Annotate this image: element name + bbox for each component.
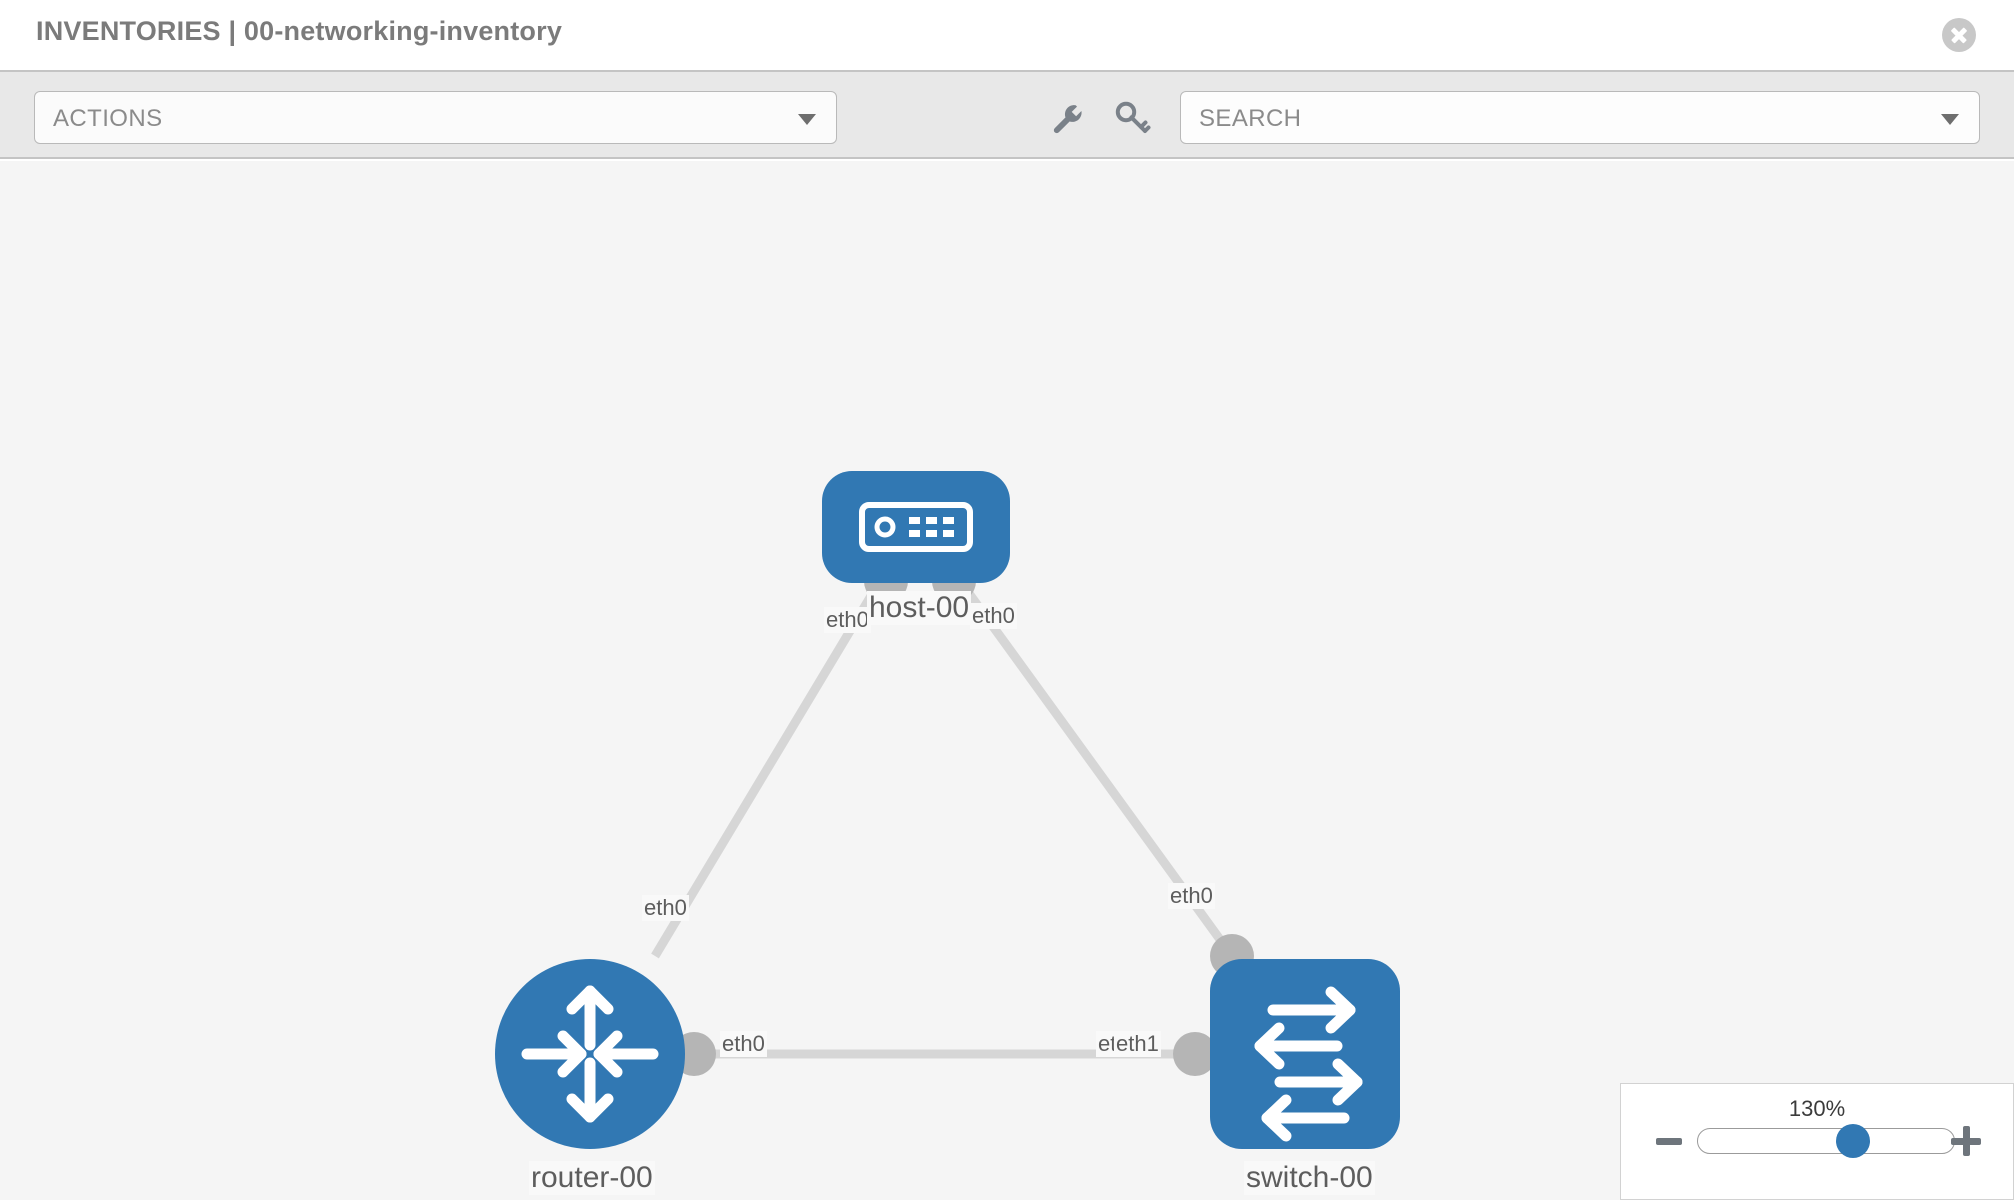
- zoom-out-button[interactable]: [1656, 1138, 1682, 1145]
- link-layer: [651, 578, 1236, 1059]
- zoom-control-panel: 130%: [1620, 1083, 2014, 1200]
- node-router-00: [495, 959, 685, 1149]
- actions-dropdown-label: ACTIONS: [53, 105, 163, 132]
- search-placeholder: SEARCH: [1199, 105, 1302, 132]
- topology-graph: [495, 471, 1400, 1149]
- page-title: INVENTORIES | 00-networking-inventory: [36, 16, 563, 46]
- search-input[interactable]: SEARCH: [1180, 91, 1980, 144]
- port-label: eth1: [1114, 1031, 1161, 1057]
- wrench-icon[interactable]: [1046, 98, 1086, 138]
- port-label: eth0: [1168, 883, 1215, 909]
- port-switch-eth1: [1173, 1032, 1217, 1076]
- zoom-in-button[interactable]: [1951, 1126, 1981, 1156]
- node-host-00: [822, 471, 1010, 583]
- chevron-down-icon: [1941, 114, 1959, 125]
- node-switch-00: [1210, 959, 1400, 1149]
- node-label-router-00: router-00: [529, 1161, 655, 1195]
- port-label: eth0: [642, 895, 689, 921]
- node-label-switch-00: switch-00: [1244, 1161, 1375, 1195]
- port-label: eth0: [720, 1031, 767, 1057]
- zoom-slider-thumb[interactable]: [1835, 1124, 1870, 1158]
- server-icon: [859, 502, 973, 552]
- zoom-level-value: 130%: [1788, 1096, 1846, 1121]
- link-host-router: [651, 578, 884, 959]
- topology-canvas[interactable]: eth0 host-00 eth0 eth0 eth0 eth0 eth0 et…: [0, 161, 2014, 1200]
- close-icon[interactable]: [1942, 18, 1976, 52]
- router-icon: [521, 985, 659, 1123]
- toolbar: ACTIONS SEARCH: [0, 70, 2014, 159]
- key-icon[interactable]: [1112, 98, 1152, 138]
- port-label: eth0: [970, 603, 1017, 629]
- page-header: INVENTORIES | 00-networking-inventory: [0, 0, 2014, 70]
- zoom-slider-track[interactable]: [1697, 1128, 1955, 1154]
- switch-icon: [1254, 986, 1363, 1142]
- chevron-down-icon: [798, 114, 816, 125]
- node-label-host-00: host-00: [867, 591, 972, 625]
- port-label: eth0: [824, 607, 871, 633]
- actions-dropdown[interactable]: ACTIONS: [34, 91, 837, 144]
- port-layer: [672, 559, 1254, 1076]
